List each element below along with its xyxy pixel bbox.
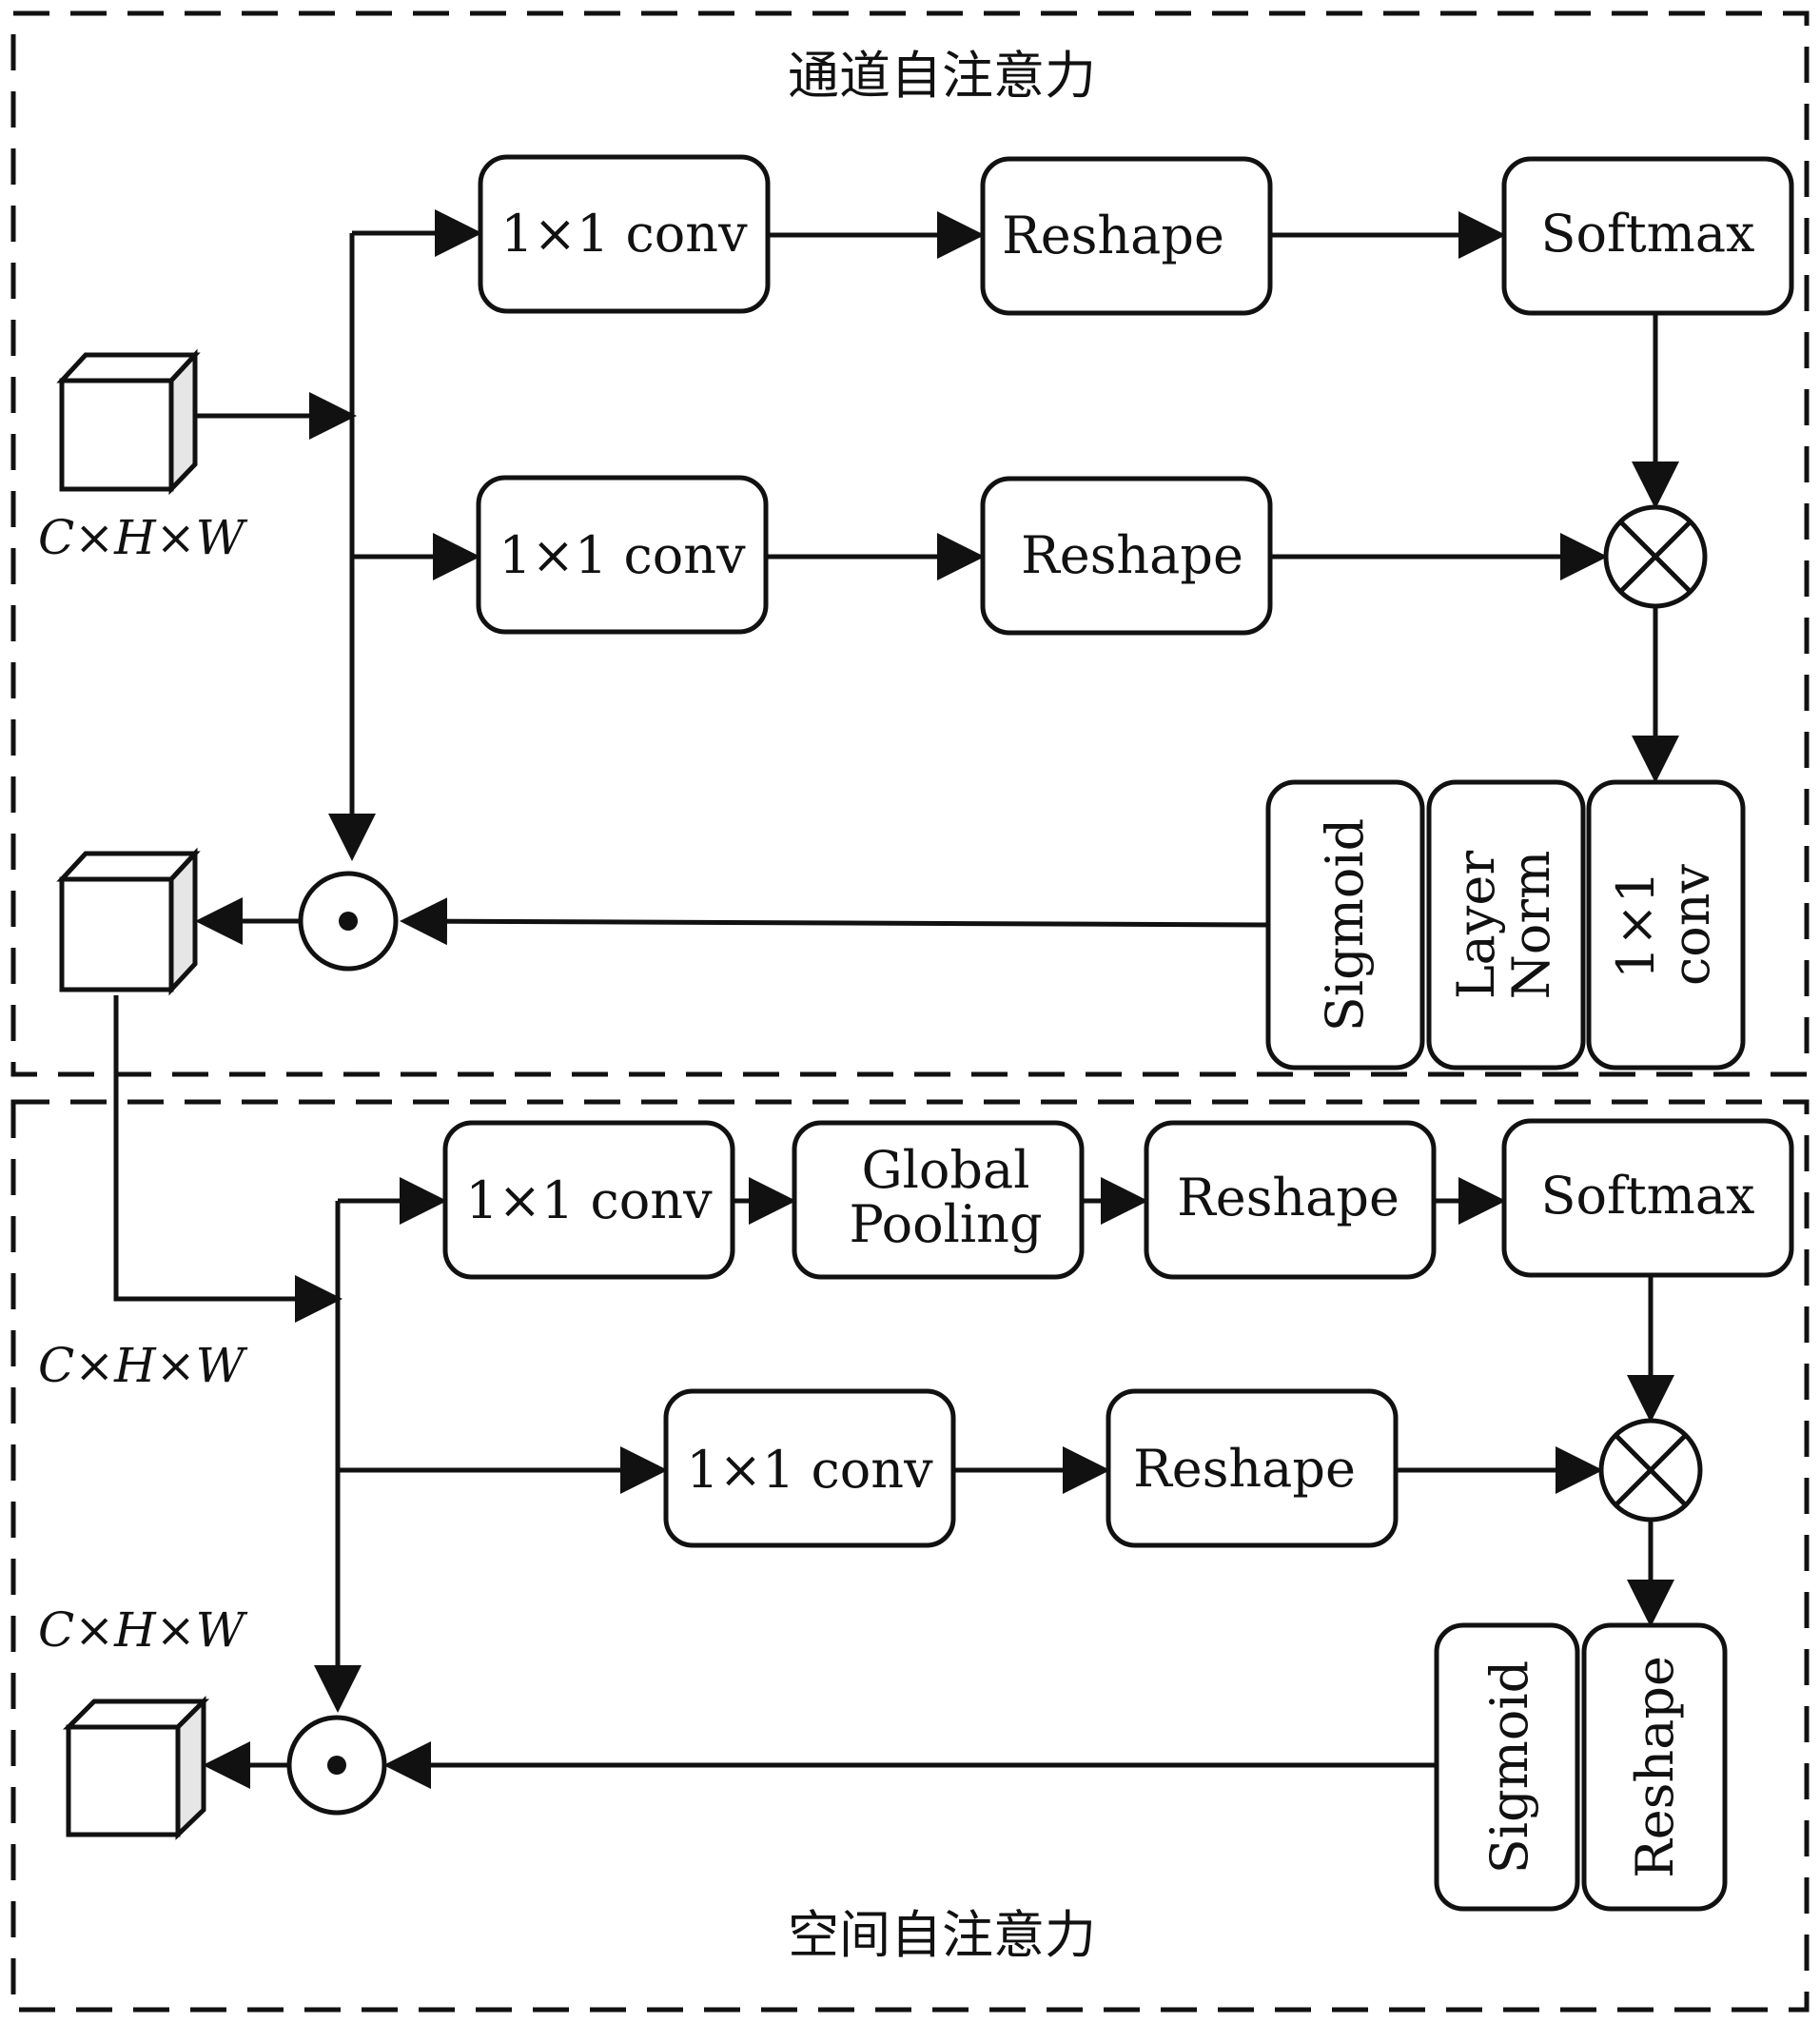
channel-elementwise-icon	[298, 871, 399, 972]
spatial-top-conv-block: 1×1 conv	[442, 1120, 735, 1280]
spatial-mid-conv-block: 1×1 conv	[663, 1388, 956, 1548]
channel-softmax-label: Softmax	[1540, 204, 1754, 264]
spatial-sigmoid-label: Sigmoid	[1479, 1660, 1539, 1874]
channel-top-reshape-block: Reshape	[980, 156, 1273, 316]
channel-mid-conv-label: 1×1 conv	[499, 525, 746, 585]
input-dims-label: C×H×W	[38, 510, 248, 565]
spatial-final-reshape-block: Reshape	[1581, 1622, 1728, 1912]
global-pooling-label-2: Pooling	[849, 1194, 1042, 1254]
channel-attention-title: 通道自注意力	[788, 46, 1096, 106]
channel-layernorm-block: Layer Norm	[1426, 779, 1586, 1070]
spatial-attention-frame	[10, 1099, 1810, 2013]
channel-matmul-icon	[1603, 504, 1708, 609]
spatial-output-cube	[62, 1695, 210, 1840]
channel-softmax-block: Softmax	[1501, 156, 1794, 316]
channel-layernorm-label-2: Norm	[1501, 851, 1561, 1000]
spatial-attention-title: 空间自注意力	[788, 1905, 1096, 1965]
global-pooling-label-1: Global	[862, 1140, 1030, 1200]
channel-mid-conv-block: 1×1 conv	[476, 475, 769, 635]
spatial-matmul-icon	[1598, 1418, 1703, 1522]
spatial-top-reshape-block: Reshape	[1144, 1120, 1437, 1280]
channel-mid-reshape-block: Reshape	[980, 476, 1273, 636]
spatial-mid-reshape-label: Reshape	[1133, 1439, 1356, 1499]
channel-to-spatial-line	[113, 995, 342, 1323]
spatial-mid-conv-label: 1×1 conv	[686, 1440, 933, 1500]
sigmoid-to-odot-arrow	[400, 897, 1269, 946]
spatial-softmax-label: Softmax	[1540, 1166, 1754, 1226]
spatial-top-conv-label: 1×1 conv	[465, 1170, 713, 1230]
spatial-sigmoid-block: Sigmoid	[1434, 1622, 1580, 1912]
channel-layernorm-label-1: Layer	[1446, 851, 1506, 1000]
channel-output-cube	[56, 847, 201, 996]
channel-sigmoid-label: Sigmoid	[1315, 818, 1375, 1031]
channel-mid-reshape-label: Reshape	[1021, 525, 1243, 585]
spatial-input-dims-label: C×H×W	[38, 1338, 248, 1393]
spatial-mid-reshape-block: Reshape	[1106, 1388, 1399, 1548]
channel-final-conv-label-2: conv	[1661, 863, 1721, 986]
global-pooling-block: Global Pooling	[792, 1120, 1085, 1280]
channel-top-conv-label: 1×1 conv	[500, 204, 748, 264]
spatial-top-reshape-label: Reshape	[1177, 1168, 1399, 1228]
spatial-final-reshape-label: Reshape	[1625, 1656, 1685, 1878]
channel-top-reshape-label: Reshape	[1002, 206, 1224, 265]
channel-final-conv-block: 1×1 conv	[1586, 779, 1746, 1070]
input-feature-cube	[56, 348, 201, 496]
channel-sigmoid-block: Sigmoid	[1265, 779, 1425, 1070]
spatial-output-dims-label: C×H×W	[38, 1602, 248, 1658]
spatial-softmax-block: Softmax	[1501, 1118, 1794, 1278]
spatial-elementwise-icon	[286, 1715, 387, 1816]
channel-final-conv-label-1: 1×1	[1606, 871, 1666, 979]
channel-top-conv-block: 1×1 conv	[478, 154, 771, 314]
